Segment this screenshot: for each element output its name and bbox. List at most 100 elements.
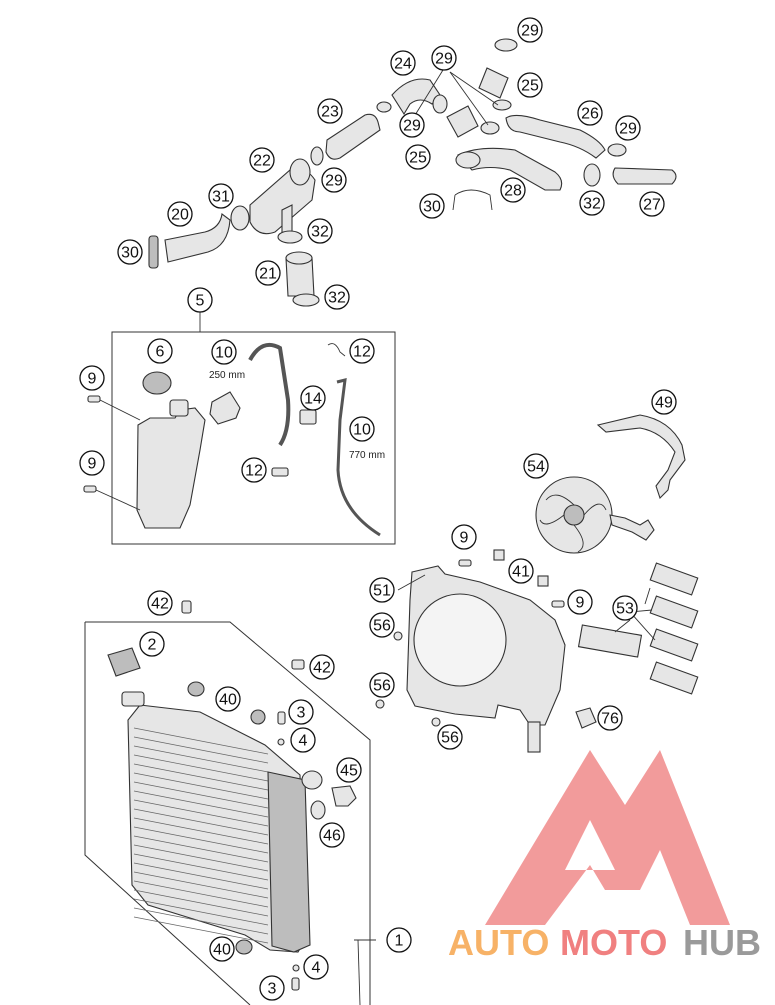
ring-32-upper xyxy=(277,230,303,244)
hose-long-length: 770 mm xyxy=(349,450,385,461)
callout-circle xyxy=(321,167,347,193)
callout-circle xyxy=(651,389,677,415)
radiator-side-tank xyxy=(267,771,311,953)
nut-41-b xyxy=(537,575,549,587)
callout-circle xyxy=(349,416,375,442)
hose-25-upper xyxy=(478,67,509,99)
shroud-tab xyxy=(527,721,541,753)
callout-circle xyxy=(255,260,281,286)
callout-c29c: 29 xyxy=(399,112,425,138)
radiator-fin xyxy=(133,754,269,782)
callout-label: 4 xyxy=(299,733,308,750)
radiator-fin xyxy=(133,808,269,836)
radiator-fin xyxy=(133,844,269,872)
callout-circle xyxy=(577,100,603,126)
callout-circle xyxy=(508,558,534,584)
fan-connector xyxy=(609,514,655,541)
callout-circle xyxy=(307,218,333,244)
callout-circle xyxy=(405,144,431,170)
callout-c40a: 40 xyxy=(215,686,241,712)
callout-label: 1 xyxy=(395,933,404,950)
callout-circle xyxy=(211,339,237,365)
callout-label: 12 xyxy=(245,463,263,480)
callout-label: 46 xyxy=(323,828,341,845)
callout-label: 27 xyxy=(643,197,661,214)
callout-c42b: 42 xyxy=(309,654,335,680)
leader-lines xyxy=(354,69,656,1005)
callout-circle xyxy=(208,183,234,209)
callout-circle xyxy=(288,699,314,725)
watermark-auto: AUTO xyxy=(448,922,549,963)
radiator-fin xyxy=(133,772,269,800)
callout-c14: 14 xyxy=(300,385,326,411)
callout-c10a: 10 xyxy=(211,339,237,365)
radiator-neck xyxy=(121,691,145,707)
radiator-core xyxy=(127,704,306,953)
callout-label: 41 xyxy=(512,564,530,581)
coolant-hoses-group xyxy=(148,38,677,307)
radiator-cap-2 xyxy=(107,647,141,677)
hose-28-opening xyxy=(455,151,481,169)
grommet-56-c xyxy=(431,717,441,727)
grommet-56-b xyxy=(375,699,385,709)
vent-cap xyxy=(209,391,241,425)
callout-c12b: 12 xyxy=(241,457,267,483)
callout-label: 42 xyxy=(313,660,331,677)
bolt-42-top xyxy=(181,600,192,614)
callout-label: 14 xyxy=(304,391,322,408)
callout-c25b: 25 xyxy=(405,144,431,170)
callout-label: 25 xyxy=(521,78,539,95)
radiator-fin xyxy=(133,817,269,845)
callout-circle xyxy=(431,45,457,71)
watermark-logo xyxy=(485,750,730,925)
clip-12-lower xyxy=(271,467,289,477)
callout-c42a: 42 xyxy=(147,590,173,616)
callout-label: 40 xyxy=(219,692,237,709)
callout-circle xyxy=(597,705,623,731)
callout-circle xyxy=(579,190,605,216)
callout-circle xyxy=(79,365,105,391)
callout-c9d: 9 xyxy=(567,589,593,615)
callout-c9c: 9 xyxy=(451,524,477,550)
screw-3-bottom xyxy=(291,977,300,991)
callout-c45: 45 xyxy=(336,757,362,783)
radiator-fins xyxy=(133,727,269,944)
callout-c12a: 12 xyxy=(349,338,375,364)
ring-29-25 xyxy=(480,121,500,135)
callout-label: 29 xyxy=(619,121,637,138)
hose-27 xyxy=(612,167,677,185)
callout-c25a: 25 xyxy=(517,72,543,98)
hose-20 xyxy=(164,213,231,263)
callout-label: 4 xyxy=(312,960,321,977)
watermark-moto: MOTO xyxy=(560,922,667,963)
callout-circle xyxy=(215,686,241,712)
radiator-fin xyxy=(133,727,269,755)
radiator-fin xyxy=(133,736,269,764)
fan-hub xyxy=(563,504,585,526)
callout-circle xyxy=(147,338,173,364)
callout-c32c: 32 xyxy=(324,284,350,310)
radiator-fin xyxy=(133,862,269,890)
fan-group xyxy=(375,414,699,753)
fan-bracket-49 xyxy=(596,414,686,500)
callout-circle xyxy=(500,177,526,203)
callout-c54: 54 xyxy=(523,453,549,479)
clamp-30-right xyxy=(452,189,493,211)
ring-32-lower xyxy=(292,293,320,307)
callout-c3b: 3 xyxy=(259,975,285,1001)
radiator-fin xyxy=(133,781,269,809)
callout-circle xyxy=(390,50,416,76)
callout-label: 56 xyxy=(373,678,391,695)
callout-c31: 31 xyxy=(208,183,234,209)
nut-41-a xyxy=(493,549,505,561)
radiator-fin xyxy=(133,745,269,773)
callout-circle xyxy=(615,115,641,141)
callout-c26: 26 xyxy=(577,100,603,126)
ring-32-right xyxy=(583,163,601,187)
radiator-fin xyxy=(133,871,269,899)
screw-9-upper xyxy=(87,395,101,403)
ring-29-26 xyxy=(607,143,627,157)
callout-circle xyxy=(399,112,425,138)
callout-circle xyxy=(290,727,316,753)
callout-circle xyxy=(324,284,350,310)
